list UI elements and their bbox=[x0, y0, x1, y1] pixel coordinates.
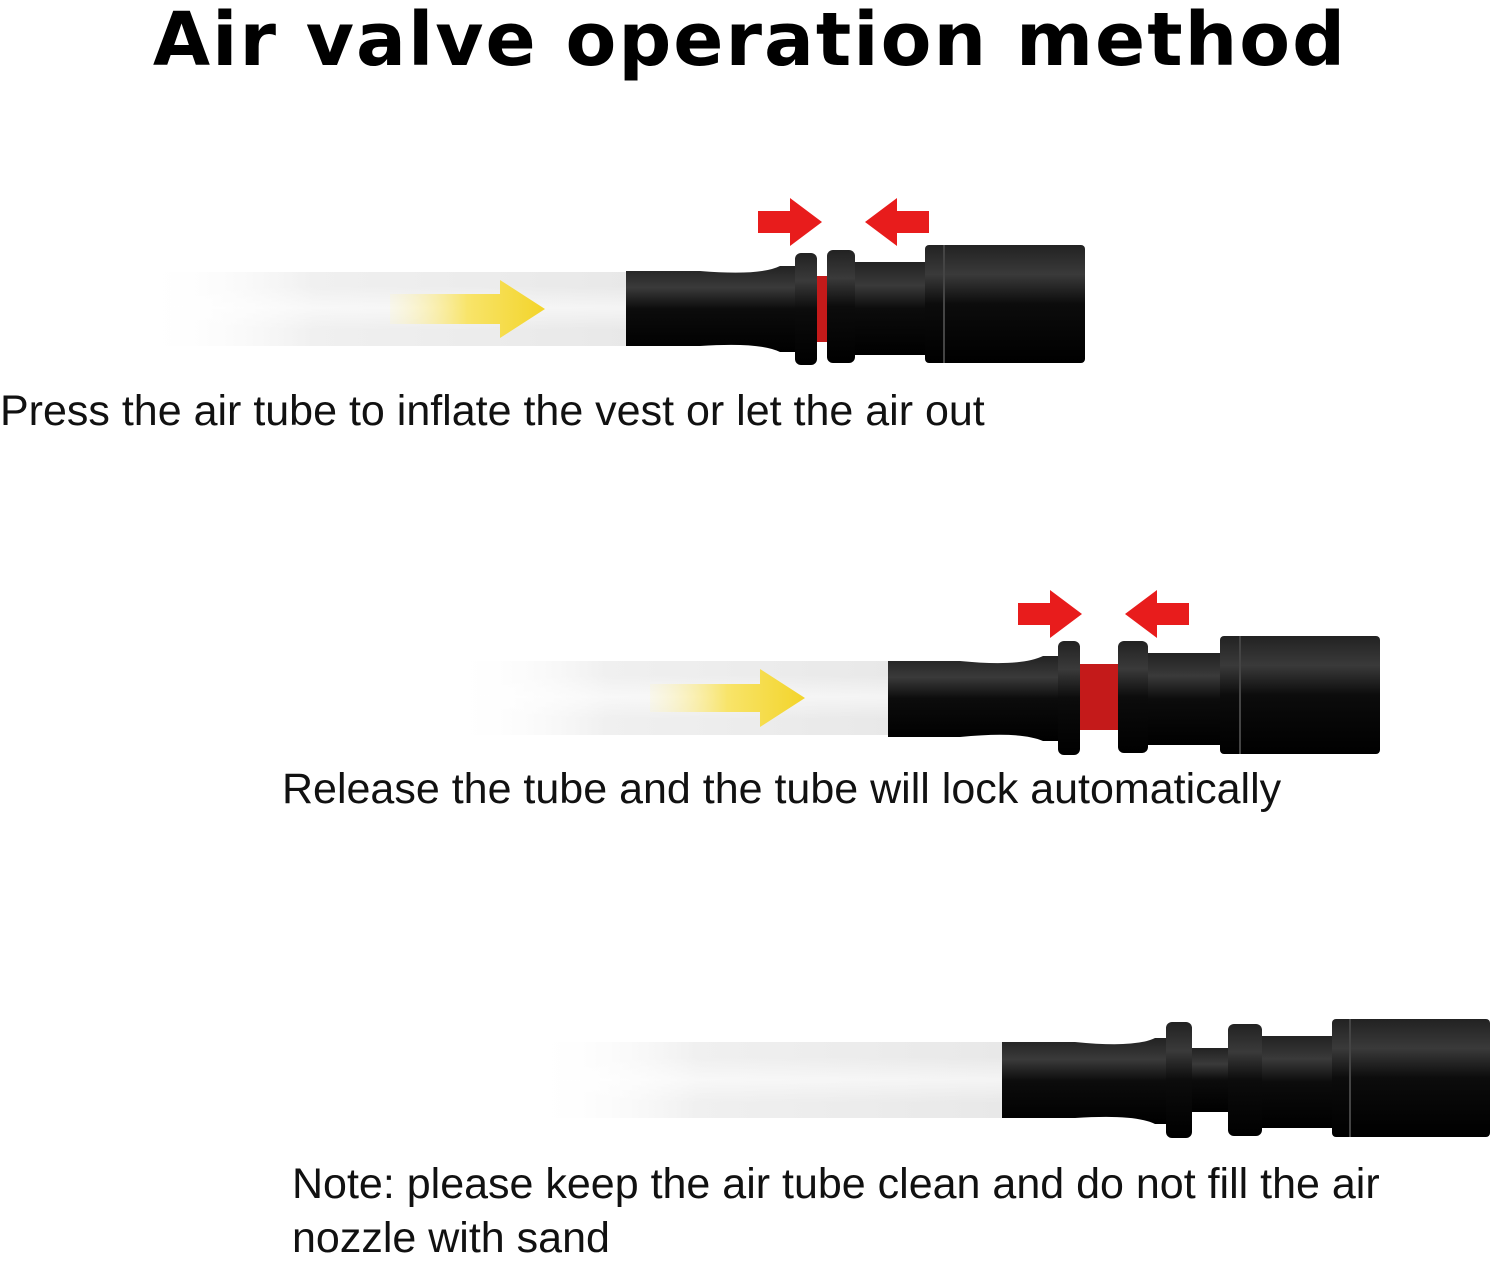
valve-body bbox=[925, 245, 1085, 363]
flow-arrow bbox=[390, 280, 545, 338]
nozzle bbox=[888, 656, 1058, 741]
nozzle bbox=[626, 266, 795, 352]
push-arrow-right bbox=[758, 198, 822, 246]
valve-stem bbox=[855, 262, 925, 355]
valve-ring bbox=[795, 253, 817, 365]
flow-arrow bbox=[650, 669, 805, 727]
step-3-caption: Note: please keep the air tube clean and… bbox=[292, 1160, 1380, 1262]
page-title: Air valve operation method bbox=[152, 0, 1348, 83]
step-2-caption: Release the tube and the tube will lock … bbox=[282, 765, 1282, 813]
red-seal bbox=[1080, 664, 1118, 730]
push-arrow-left bbox=[1125, 590, 1189, 638]
valve-ring bbox=[1058, 641, 1080, 755]
valve-stem bbox=[1148, 653, 1220, 745]
valve-body bbox=[1220, 636, 1380, 754]
valve-collar bbox=[827, 250, 855, 363]
push-arrow-left bbox=[865, 198, 929, 246]
nozzle bbox=[1002, 1038, 1168, 1124]
valve-collar bbox=[1228, 1024, 1262, 1136]
push-arrow-right bbox=[1018, 590, 1082, 638]
valve-ring bbox=[1166, 1022, 1192, 1138]
valve-collar bbox=[1118, 641, 1148, 753]
valve-body bbox=[1332, 1019, 1490, 1137]
valve-stem bbox=[1262, 1036, 1334, 1128]
step-3-illustration bbox=[530, 1019, 1490, 1138]
step-2-illustration bbox=[450, 590, 1380, 755]
valve-stem-narrow bbox=[1192, 1048, 1230, 1112]
step-1-illustration bbox=[140, 198, 1085, 365]
step-1-caption: Press the air tube to inflate the vest o… bbox=[0, 387, 985, 435]
red-seal bbox=[817, 276, 827, 342]
